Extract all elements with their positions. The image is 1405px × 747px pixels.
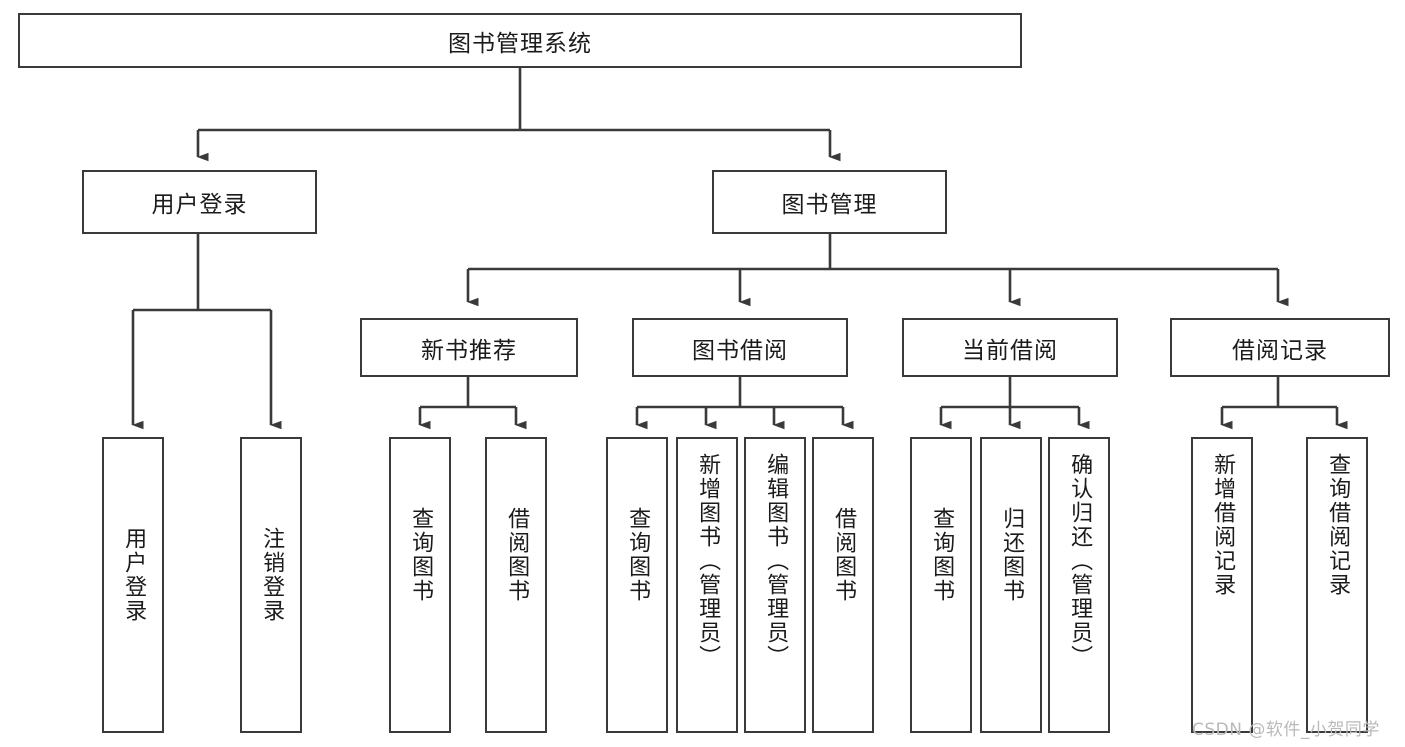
leaf-add-record[interactable]: 新增借阅记录 — [1191, 437, 1253, 733]
watermark: CSDN @软件_小贺同学 — [1192, 720, 1380, 740]
leaf-query-book-3-label: 查询图书 — [929, 507, 955, 603]
leaf-borrow-book-1[interactable]: 借阅图书 — [485, 437, 547, 733]
leaf-query-book-1[interactable]: 查询图书 — [389, 437, 451, 733]
leaf-confirm-return-label: 确认归还（管理员） — [1067, 453, 1093, 669]
node-borrow-record[interactable]: 借阅记录 — [1170, 318, 1390, 377]
leaf-borrow-book-1-label: 借阅图书 — [504, 507, 530, 603]
node-root-label: 图书管理系统 — [448, 30, 592, 57]
leaf-return-book[interactable]: 归还图书 — [980, 437, 1042, 733]
node-new-book-recommend-label: 新书推荐 — [421, 337, 517, 364]
node-book-borrow-label: 图书借阅 — [692, 337, 788, 364]
node-borrow-record-label: 借阅记录 — [1232, 337, 1328, 364]
node-book-borrow[interactable]: 图书借阅 — [632, 318, 848, 377]
node-user-login[interactable]: 用户登录 — [82, 170, 317, 234]
node-book-management-label: 图书管理 — [781, 192, 878, 218]
leaf-borrow-book-2-label: 借阅图书 — [831, 507, 857, 603]
node-book-management[interactable]: 图书管理 — [712, 170, 947, 234]
leaf-user-login[interactable]: 用户登录 — [102, 437, 164, 733]
node-current-borrow[interactable]: 当前借阅 — [902, 318, 1118, 377]
leaf-logout-login-label: 注销登录 — [259, 527, 285, 623]
leaf-query-book-2[interactable]: 查询图书 — [606, 437, 668, 733]
leaf-query-book-1-label: 查询图书 — [408, 507, 434, 603]
node-user-login-label: 用户登录 — [151, 192, 248, 218]
leaf-query-record-label: 查询借阅记录 — [1325, 453, 1351, 597]
leaf-add-record-label: 新增借阅记录 — [1210, 453, 1236, 597]
node-root[interactable]: 图书管理系统 — [18, 13, 1022, 68]
leaf-query-record[interactable]: 查询借阅记录 — [1306, 437, 1368, 733]
leaf-confirm-return[interactable]: 确认归还（管理员） — [1048, 437, 1110, 733]
leaf-user-login-label: 用户登录 — [121, 527, 147, 623]
leaf-logout-login[interactable]: 注销登录 — [240, 437, 302, 733]
node-current-borrow-label: 当前借阅 — [962, 337, 1058, 364]
leaf-add-book[interactable]: 新增图书（管理员） — [676, 437, 738, 733]
node-new-book-recommend[interactable]: 新书推荐 — [360, 318, 578, 377]
leaf-add-book-label: 新增图书（管理员） — [695, 453, 721, 669]
leaf-query-book-3[interactable]: 查询图书 — [910, 437, 972, 733]
leaf-edit-book-label: 编辑图书（管理员） — [763, 453, 789, 669]
leaf-borrow-book-2[interactable]: 借阅图书 — [812, 437, 874, 733]
leaf-return-book-label: 归还图书 — [999, 507, 1025, 603]
leaf-query-book-2-label: 查询图书 — [625, 507, 651, 603]
leaf-edit-book[interactable]: 编辑图书（管理员） — [744, 437, 806, 733]
